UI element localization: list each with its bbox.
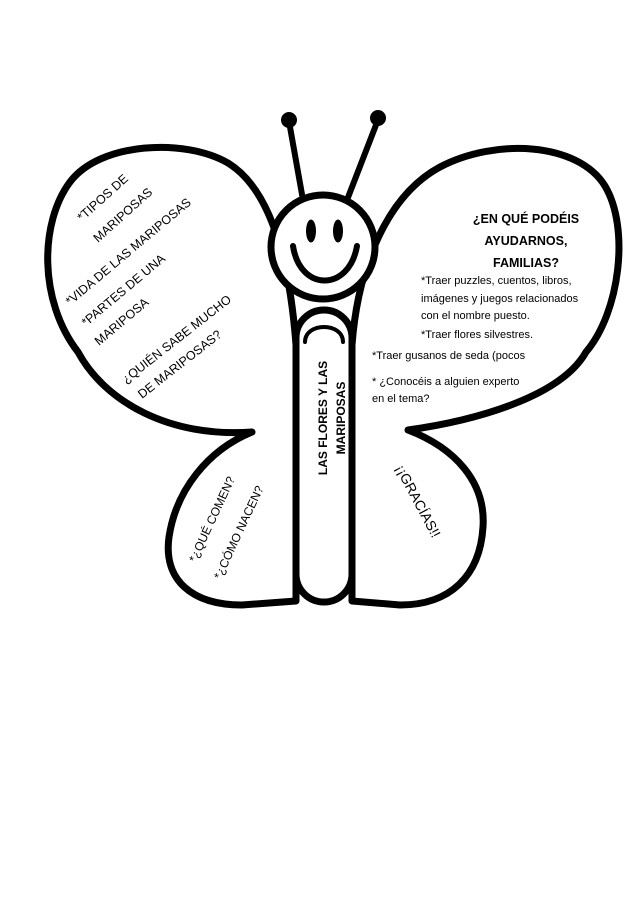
body-top-inner-line (303, 325, 345, 344)
right-antenna-tip (370, 110, 386, 126)
right-antenna (344, 122, 379, 203)
right-wing-item-line: *Traer gusanos de seda (pocos (372, 350, 526, 362)
right-wing-item-line: con el nombre puesto. (421, 310, 530, 322)
right-wing-item-line: * ¿Conocéis a alguien experto (372, 376, 519, 388)
right-eye (333, 219, 343, 243)
head-outline (267, 191, 379, 303)
right-wing-item-line: *Traer puzzles, cuentos, libros, (421, 275, 572, 287)
right-wing-heading-line: FAMILIAS? (493, 256, 559, 270)
left-antenna (287, 124, 306, 203)
right-wing-item-line: en el tema? (372, 393, 429, 405)
right-wing-heading-line: AYUDARNOS, (485, 234, 568, 248)
body-title-line: LAS FLORES Y LAS (316, 361, 330, 475)
right-wing-item-line: imágenes y juegos relacionados (421, 293, 579, 305)
body-title-line: MARIPOSAS (334, 382, 348, 455)
right-wing-outline (348, 144, 623, 609)
smile-mouth (290, 243, 360, 284)
right-wing-item-line: *Traer flores silvestres. (421, 329, 533, 341)
body-outline (292, 306, 356, 606)
right-wing-heading-line: ¿EN QUÉ PODÉIS (473, 211, 579, 226)
left-eye (306, 219, 316, 243)
left-wing-outline (44, 143, 300, 609)
left-antenna-tip (281, 112, 297, 128)
